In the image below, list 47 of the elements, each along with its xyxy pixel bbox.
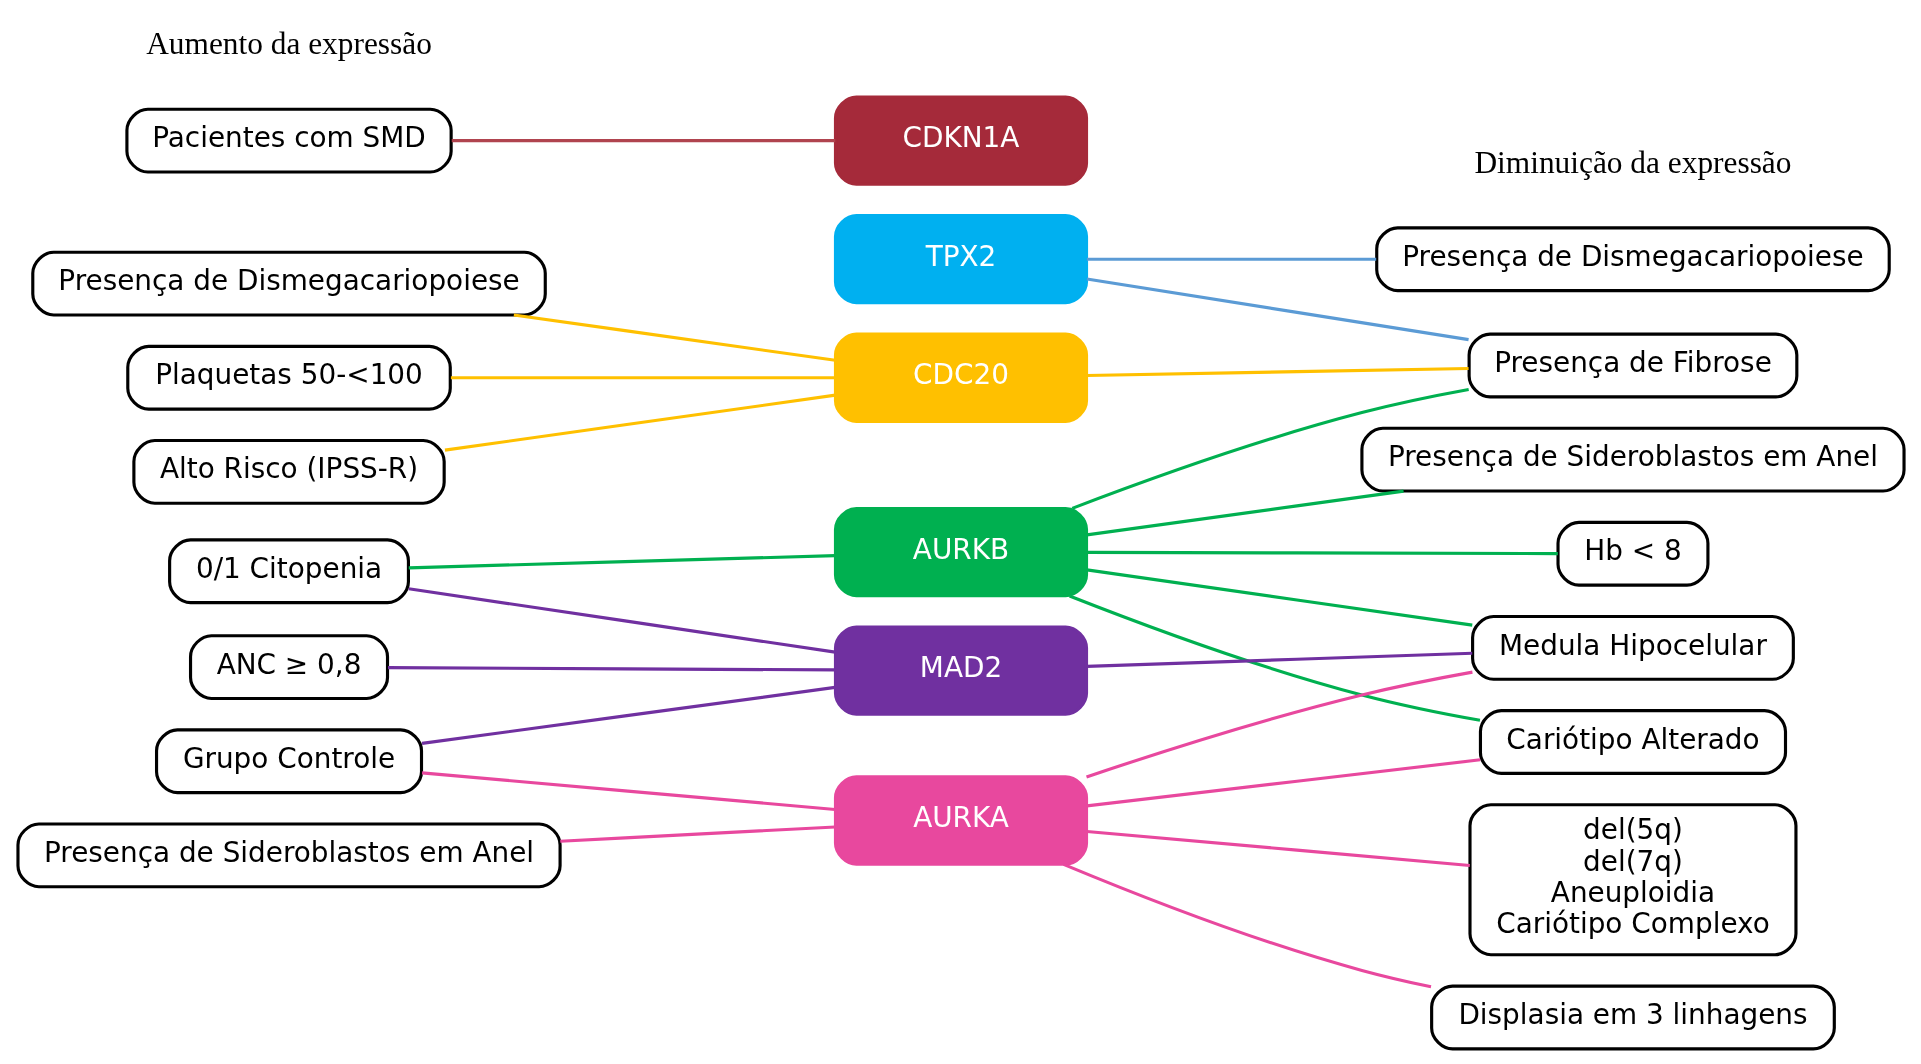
node-box: Grupo Controle bbox=[154, 728, 423, 795]
connector bbox=[408, 554, 835, 570]
node-box: CDKN1A bbox=[833, 95, 1088, 186]
connector bbox=[1086, 758, 1480, 808]
connector bbox=[1086, 829, 1470, 867]
connector bbox=[421, 771, 835, 812]
node-box: Medula Hipocelular bbox=[1470, 614, 1795, 681]
connector bbox=[1086, 366, 1469, 378]
node-box: TPX2 bbox=[833, 214, 1088, 305]
connector bbox=[450, 376, 835, 380]
node-box: AURKB bbox=[833, 506, 1088, 598]
connector bbox=[1086, 568, 1472, 627]
connector bbox=[451, 139, 835, 143]
connector bbox=[1062, 862, 1431, 989]
node-box: Cariótipo Alterado bbox=[1478, 709, 1787, 775]
node-box: Hb < 8 bbox=[1555, 520, 1709, 587]
node-box: MAD2 bbox=[833, 625, 1088, 716]
connector bbox=[1086, 277, 1469, 342]
label: Diminuição da expressão bbox=[1473, 144, 1791, 180]
node-box: CDC20 bbox=[833, 332, 1088, 423]
connector bbox=[408, 587, 835, 654]
connector bbox=[1086, 651, 1472, 668]
node-box: Presença de Dismegacariopoiese bbox=[30, 250, 547, 317]
node-box: Presença de Sideroblastos em Anel bbox=[15, 822, 562, 889]
node-box: Plaquetas 50-<100 bbox=[125, 344, 452, 411]
connector bbox=[1086, 550, 1558, 556]
connector bbox=[421, 685, 835, 745]
connector bbox=[1086, 257, 1376, 261]
node-box: 0/1 Citopenia bbox=[167, 538, 410, 605]
connector bbox=[387, 666, 835, 672]
connector bbox=[1085, 670, 1473, 779]
node-box: Alto Risco (IPSS-R) bbox=[131, 438, 446, 505]
node-box: Presença de Dismegacariopoiese bbox=[1374, 226, 1891, 293]
node-box: AURKA bbox=[833, 775, 1088, 866]
connector bbox=[1068, 594, 1480, 722]
node-box: ANC ≥ 0,8 bbox=[188, 634, 389, 701]
connector bbox=[513, 313, 835, 362]
node-box: Pacientes com SMD bbox=[124, 107, 453, 174]
node-box: del(5q) del(7q) Aneuploidia Cariótipo Complexo bbox=[1467, 803, 1797, 957]
connector bbox=[559, 825, 835, 843]
connector bbox=[1086, 489, 1404, 537]
connector bbox=[444, 393, 836, 452]
node-box: Displasia em 3 linhagens bbox=[1429, 984, 1836, 1051]
node-box: Presença de Sideroblastos em Anel bbox=[1359, 426, 1906, 493]
node-box: Presença de Fibrose bbox=[1467, 332, 1798, 399]
connector bbox=[1071, 388, 1469, 510]
label: Aumento da expressão bbox=[145, 26, 432, 62]
